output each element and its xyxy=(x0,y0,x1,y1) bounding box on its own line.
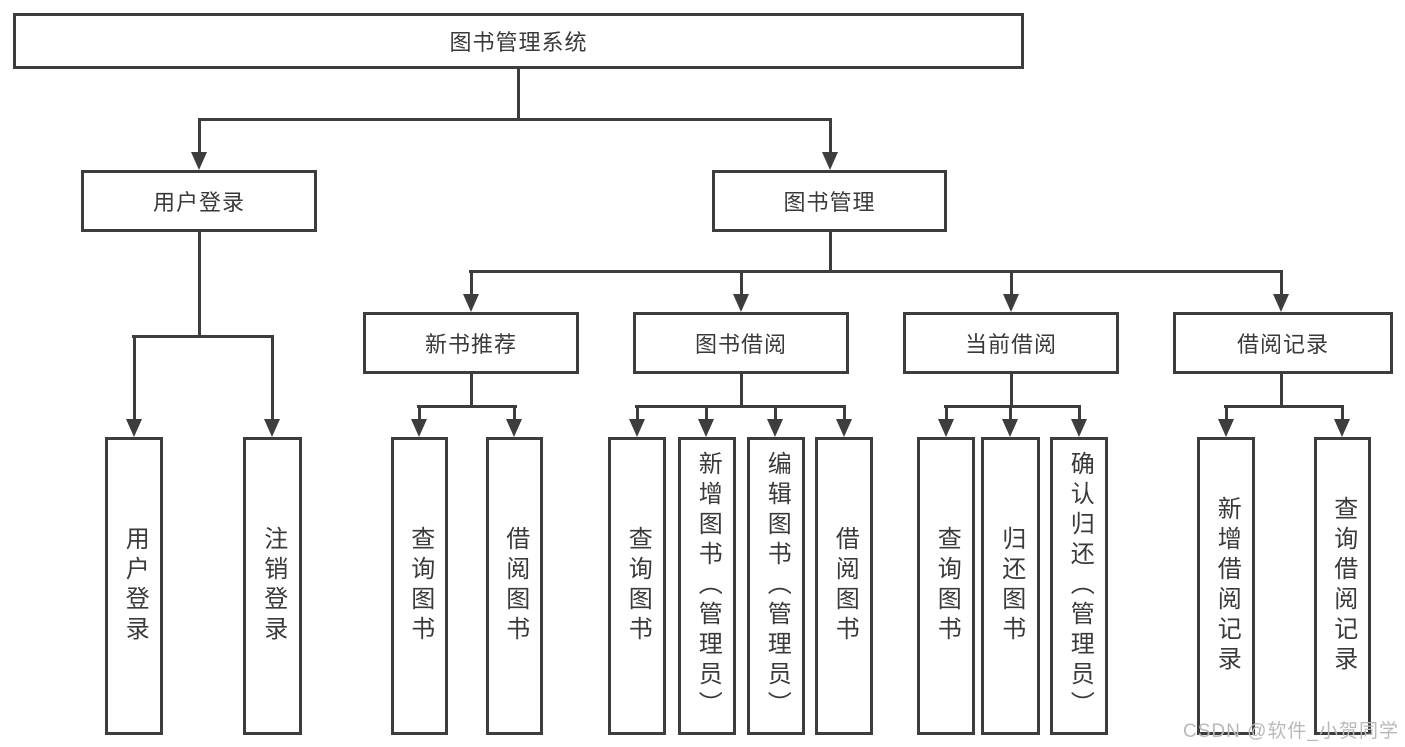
connector-current-borrow-branch xyxy=(944,405,1081,408)
node-root-library-system: 图书管理系统 xyxy=(13,13,1024,69)
leaf-return-book-label: 归还图书 xyxy=(997,526,1025,646)
arrowhead-down-icon xyxy=(1071,419,1087,437)
arrowhead-down-icon xyxy=(1218,419,1234,437)
connector-to-current-borrow xyxy=(1010,270,1013,296)
leaf-add-book-admin-label: 新增图书（管理员） xyxy=(694,451,722,721)
leaf-query-borrow-record-label: 查询借阅记录 xyxy=(1329,496,1357,676)
connector-leaf-stub xyxy=(418,405,421,421)
connector-leaf-stub xyxy=(945,405,948,421)
connector-leaf-stub xyxy=(1225,405,1228,421)
arrowhead-down-icon xyxy=(126,419,142,437)
leaf-add-borrow-record-label: 新增借阅记录 xyxy=(1213,496,1241,676)
node-user-login: 用户登录 xyxy=(81,170,317,232)
node-current-borrow: 当前借阅 xyxy=(903,312,1119,374)
leaf-borrow-books-recommend-label: 借阅图书 xyxy=(501,526,529,646)
arrowhead-down-icon xyxy=(411,419,427,437)
arrowhead-down-icon xyxy=(463,294,479,312)
arrowhead-down-icon xyxy=(1334,419,1350,437)
node-current-borrow-label: 当前借阅 xyxy=(964,332,1057,357)
connector-leaf-stub xyxy=(1341,405,1344,421)
node-book-management: 图书管理 xyxy=(712,170,947,232)
leaf-add-book-admin: 新增图书（管理员） xyxy=(678,437,736,735)
leaf-query-borrow-record: 查询借阅记录 xyxy=(1314,437,1371,735)
leaf-query-books-borrow: 查询图书 xyxy=(608,437,666,735)
arrowhead-down-icon xyxy=(1002,419,1018,437)
node-new-book-recommend-label: 新书推荐 xyxy=(424,332,517,357)
connector-new-book-trunk xyxy=(470,374,473,408)
connector-borrow-records-trunk xyxy=(1280,374,1283,408)
node-borrow-records-label: 借阅记录 xyxy=(1236,332,1329,357)
arrowhead-down-icon xyxy=(264,419,280,437)
connector-to-new-book-recommend xyxy=(470,270,473,296)
leaf-confirm-return-admin-label: 确认归还（管理员） xyxy=(1066,451,1094,721)
node-book-borrow: 图书借阅 xyxy=(633,312,849,374)
connector-book-management-branch xyxy=(469,270,1283,273)
connector-leaf-stub xyxy=(774,405,777,421)
node-user-login-label: 用户登录 xyxy=(152,190,245,215)
leaf-edit-book-admin-label: 编辑图书（管理员） xyxy=(763,451,791,721)
arrowhead-down-icon xyxy=(938,419,954,437)
connector-leaf-stub xyxy=(1009,405,1012,421)
leaf-logout-label: 注销登录 xyxy=(259,526,287,646)
watermark-text: CSDN @软件_小贺同学 xyxy=(1183,721,1399,742)
connector-to-borrow-records xyxy=(1280,270,1283,296)
connector-to-leaf-logout xyxy=(271,335,274,421)
arrowhead-down-icon xyxy=(698,419,714,437)
connector-to-leaf-user-login xyxy=(133,335,136,421)
leaf-confirm-return-admin: 确认归还（管理员） xyxy=(1050,437,1108,735)
leaf-user-login: 用户登录 xyxy=(105,437,163,735)
leaf-add-borrow-record: 新增借阅记录 xyxy=(1197,437,1255,735)
connector-root-branch xyxy=(198,118,832,121)
leaf-query-books-current-label: 查询图书 xyxy=(933,526,961,646)
connector-leaf-stub xyxy=(636,405,639,421)
node-new-book-recommend: 新书推荐 xyxy=(363,312,579,374)
leaf-query-books-borrow-label: 查询图书 xyxy=(624,526,652,646)
leaf-query-books-recommend: 查询图书 xyxy=(391,437,448,735)
leaf-borrow-books-label: 借阅图书 xyxy=(831,526,859,646)
leaf-return-book: 归还图书 xyxy=(981,437,1040,735)
connector-to-book-borrow xyxy=(740,270,743,296)
connector-to-user-login xyxy=(198,118,201,154)
leaf-borrow-books-recommend: 借阅图书 xyxy=(486,437,543,735)
node-book-management-label: 图书管理 xyxy=(783,190,876,215)
connector-user-login-trunk xyxy=(198,232,201,335)
connector-user-login-branch xyxy=(132,335,274,338)
arrowhead-down-icon xyxy=(506,419,522,437)
leaf-logout: 注销登录 xyxy=(243,437,302,735)
connector-to-book-management xyxy=(829,118,832,154)
leaf-borrow-books: 借阅图书 xyxy=(815,437,873,735)
connector-new-book-branch xyxy=(417,405,517,408)
arrowhead-down-icon xyxy=(733,294,749,312)
leaf-user-login-label: 用户登录 xyxy=(121,526,149,646)
connector-leaf-stub xyxy=(1078,405,1081,421)
connector-leaf-stub xyxy=(705,405,708,421)
arrowhead-down-icon xyxy=(1003,294,1019,312)
arrowhead-down-icon xyxy=(1273,294,1289,312)
node-borrow-records: 借阅记录 xyxy=(1173,312,1393,374)
arrowhead-down-icon xyxy=(822,152,838,170)
leaf-query-books-current: 查询图书 xyxy=(917,437,975,735)
node-root-label: 图书管理系统 xyxy=(449,30,588,55)
connector-book-management-trunk xyxy=(829,232,832,273)
arrowhead-down-icon xyxy=(836,419,852,437)
connector-current-borrow-trunk xyxy=(1010,374,1013,408)
connector-book-borrow-branch xyxy=(635,405,846,408)
connector-leaf-stub xyxy=(513,405,516,421)
connector-book-borrow-trunk xyxy=(740,374,743,408)
leaf-query-books-recommend-label: 查询图书 xyxy=(406,526,434,646)
connector-root-trunk xyxy=(517,69,520,118)
arrowhead-down-icon xyxy=(191,152,207,170)
connector-leaf-stub xyxy=(843,405,846,421)
arrowhead-down-icon xyxy=(629,419,645,437)
arrowhead-down-icon xyxy=(767,419,783,437)
leaf-edit-book-admin: 编辑图书（管理员） xyxy=(747,437,805,735)
node-book-borrow-label: 图书借阅 xyxy=(694,332,787,357)
connector-borrow-records-branch xyxy=(1224,405,1344,408)
